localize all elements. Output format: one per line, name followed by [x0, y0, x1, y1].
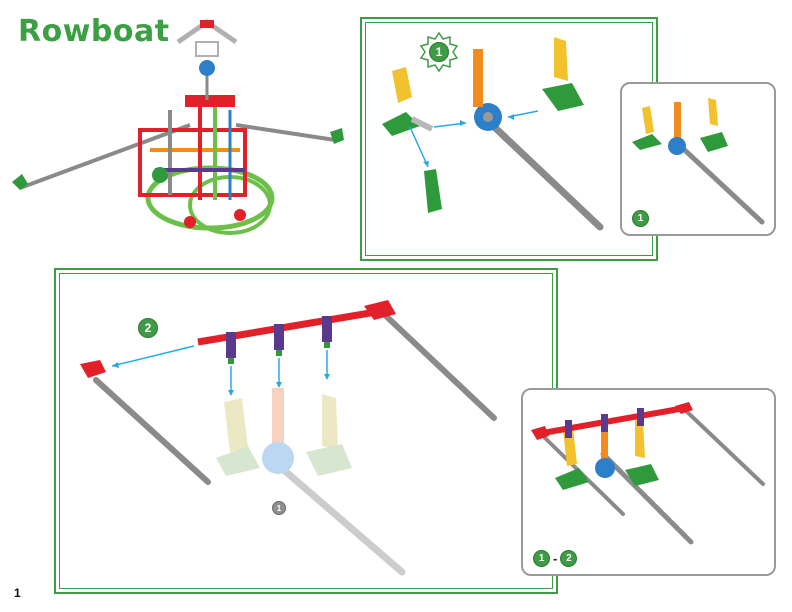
- preview2-panel: 1 - 2: [521, 388, 776, 576]
- step2-ghost-ref-badge: 1: [272, 501, 286, 515]
- preview1-panel: 1: [620, 82, 776, 236]
- step1-number-badge: 1: [429, 42, 449, 62]
- preview2-badge-from: 1: [533, 550, 550, 567]
- preview2-badge-to: 2: [560, 550, 577, 567]
- preview1-badge: 1: [632, 210, 649, 227]
- page-number: 1: [14, 586, 21, 600]
- step2-panel: 2 1: [54, 268, 558, 594]
- step1-starburst: [362, 19, 656, 259]
- step2-number-badge: 2: [138, 318, 158, 338]
- preview2-assembly-illustration: [523, 390, 774, 574]
- step1-number: 1: [436, 45, 443, 59]
- step2-assembly-illustration: [56, 270, 556, 592]
- step1-panel: 1: [360, 17, 658, 261]
- preview2-badge-separator: -: [553, 551, 557, 566]
- preview2-badge-range: 1 - 2: [533, 550, 577, 567]
- step2-number: 2: [145, 321, 152, 335]
